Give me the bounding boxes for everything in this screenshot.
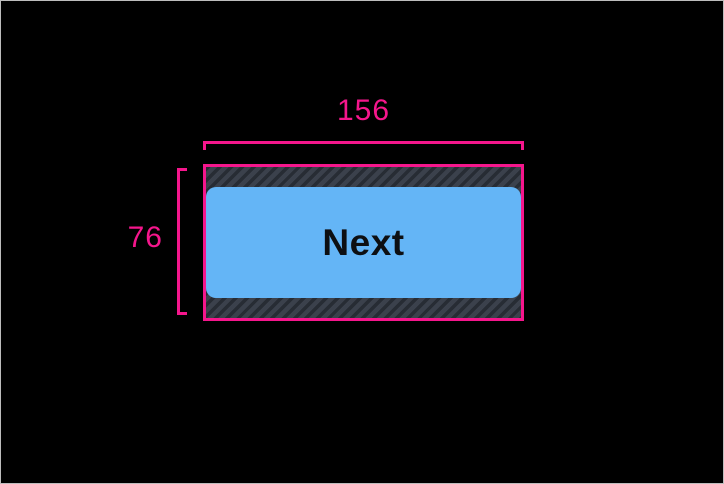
width-dimension-label: 156: [336, 94, 391, 127]
height-dimension-bracket: [177, 168, 187, 315]
selection-outline: Next: [203, 164, 524, 321]
next-button[interactable]: Next: [206, 187, 521, 298]
height-dimension-label: 76: [127, 221, 163, 254]
width-dimension-bracket: [203, 141, 524, 150]
next-button-label: Next: [322, 221, 405, 263]
